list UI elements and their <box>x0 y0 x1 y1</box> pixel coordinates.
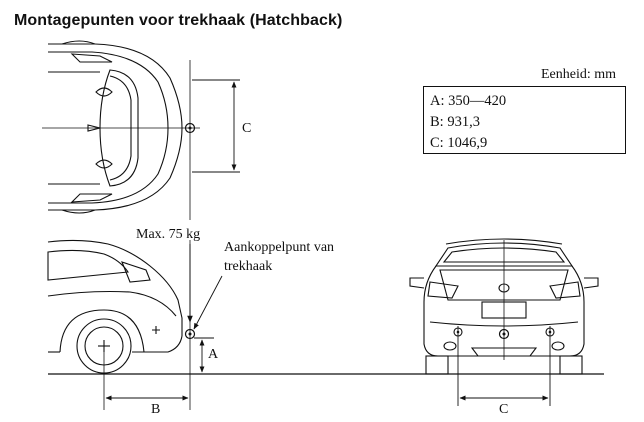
top-view-car <box>48 40 183 214</box>
dimension-b-label: B <box>151 402 160 417</box>
top-view-mount-point <box>184 122 196 134</box>
coupling-leader <box>193 275 223 330</box>
rear-view-car <box>409 238 599 357</box>
dimension-a <box>194 337 214 373</box>
side-view-car <box>47 239 183 353</box>
rear-view-wheels <box>425 355 583 375</box>
dimension-a-label: A <box>208 347 219 362</box>
dimension-c-rear-label: C <box>499 402 508 417</box>
legend-c: C: 1046,9 <box>430 135 488 151</box>
legend-b: B: 931,3 <box>430 114 480 130</box>
unit-label: Eenheid: mm <box>541 67 617 82</box>
dimension-c-top-label: C <box>242 121 251 136</box>
legend-a: A: 350—420 <box>430 93 507 109</box>
page-title: Montagepunten voor trekhaak (Hatchback) <box>14 12 343 29</box>
side-view-coupling-point <box>184 328 196 340</box>
dimension-c-rear <box>457 326 551 406</box>
dimension-c-top <box>192 79 240 173</box>
coupling-label-line1: Aankoppelpunt van <box>224 240 334 255</box>
coupling-label-line2: trekhaak <box>224 259 272 274</box>
max-load-label: Max. 75 kg <box>136 227 200 242</box>
dimension-legend: A: 350—420 B: 931,3 C: 1046,9 <box>423 86 626 154</box>
